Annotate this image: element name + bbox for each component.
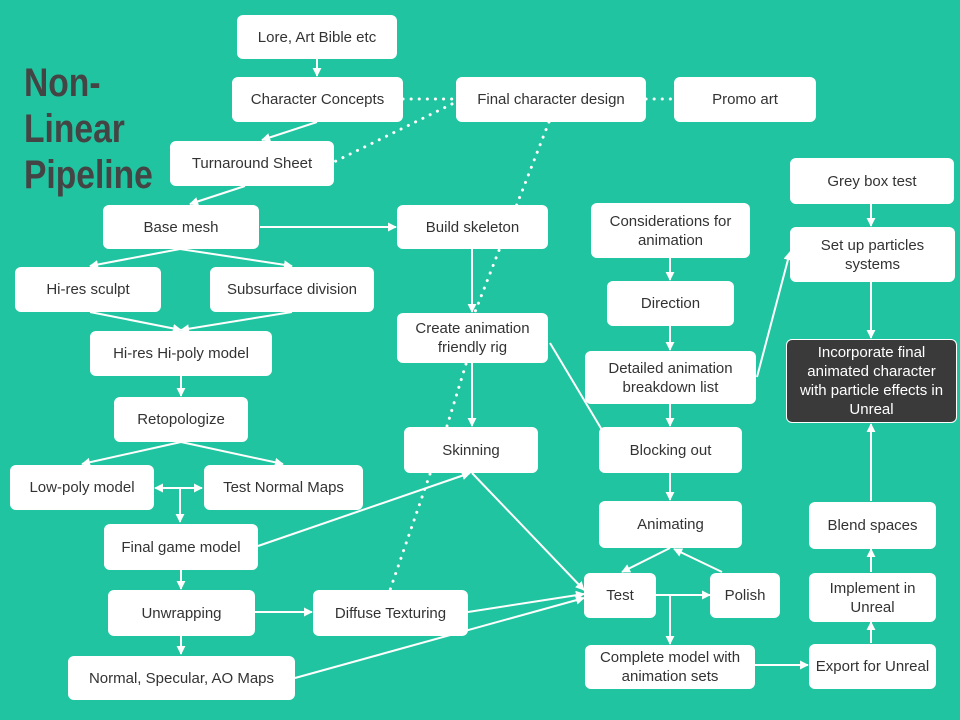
arrow-retopo-testnormals <box>180 441 284 467</box>
page-title: Non-Linear Pipeline <box>24 60 192 198</box>
node-retopologize: Retopologize <box>114 397 248 442</box>
node-grey-box-test: Grey box test <box>790 158 954 204</box>
node-complete-model: Complete model with animation sets <box>585 645 755 689</box>
arrow-subsurf-hipoly <box>180 311 293 334</box>
dotted-rig-skinning <box>445 362 468 428</box>
arrow-diffuse-test <box>467 590 585 613</box>
node-considerations: Considerations for animation <box>591 203 750 258</box>
node-implement-unreal: Implement in Unreal <box>809 573 936 622</box>
arrow-skinning-test <box>471 472 585 591</box>
node-animating: Animating <box>599 501 742 548</box>
node-skinning: Skinning <box>404 427 538 473</box>
node-final-character-design: Final character design <box>456 77 646 122</box>
node-diffuse-texturing: Diffuse Texturing <box>313 590 468 636</box>
arrow-concepts-turnaround <box>261 121 318 142</box>
node-base-mesh: Base mesh <box>103 205 259 249</box>
node-lore: Lore, Art Bible etc <box>237 15 397 59</box>
node-build-skeleton: Build skeleton <box>397 205 548 249</box>
node-test-normal-maps: Test Normal Maps <box>204 465 363 510</box>
node-lowpoly-model: Low-poly model <box>10 465 154 510</box>
title-line-1: Non-Linear <box>24 61 125 151</box>
dotted-skinning-diffuse <box>388 472 432 592</box>
node-test: Test <box>584 573 656 618</box>
node-direction: Direction <box>607 281 734 326</box>
node-subsurface-division: Subsurface division <box>210 267 374 312</box>
arrow-breakdown-particles <box>756 251 793 378</box>
node-particle-systems: Set up particles systems <box>790 227 955 282</box>
node-unwrapping: Unwrapping <box>108 590 255 636</box>
arrow-finalgame-skinning <box>257 471 471 547</box>
arrow-sculpt-hipoly <box>89 311 182 333</box>
node-final-game-model: Final game model <box>104 524 258 570</box>
arrow-basemesh-subsurf <box>179 248 293 270</box>
node-create-rig: Create animation friendly rig <box>397 313 548 363</box>
node-character-concepts: Character Concepts <box>232 77 403 122</box>
node-export-unreal: Export for Unreal <box>809 644 936 689</box>
node-promo-art: Promo art <box>674 77 816 122</box>
node-texture-maps: Normal, Specular, AO Maps <box>68 656 295 700</box>
node-hipoly-model: Hi-res Hi-poly model <box>90 331 272 376</box>
arrow-maps-test <box>294 595 585 679</box>
arrow-retopo-lowpoly <box>81 441 182 467</box>
arrow-turnaround-basemesh <box>189 185 246 206</box>
node-blocking-out: Blocking out <box>599 427 742 473</box>
arrow-polish-animating <box>673 548 723 573</box>
node-breakdown-list: Detailed animation breakdown list <box>585 351 756 404</box>
node-turnaround-sheet: Turnaround Sheet <box>170 141 334 186</box>
title-line-2: Pipeline <box>24 153 153 197</box>
dotted-design-rig <box>473 120 551 314</box>
dotted-design-turnaround <box>332 102 454 164</box>
node-hires-sculpt: Hi-res sculpt <box>15 267 161 312</box>
line-rig-blocking <box>549 342 606 436</box>
node-incorporate-final: Incorporate final animated character wit… <box>786 339 957 423</box>
arrow-animating-test <box>621 547 671 573</box>
node-polish: Polish <box>710 573 780 618</box>
arrow-basemesh-sculpt <box>89 248 181 269</box>
node-blend-spaces: Blend spaces <box>809 502 936 549</box>
